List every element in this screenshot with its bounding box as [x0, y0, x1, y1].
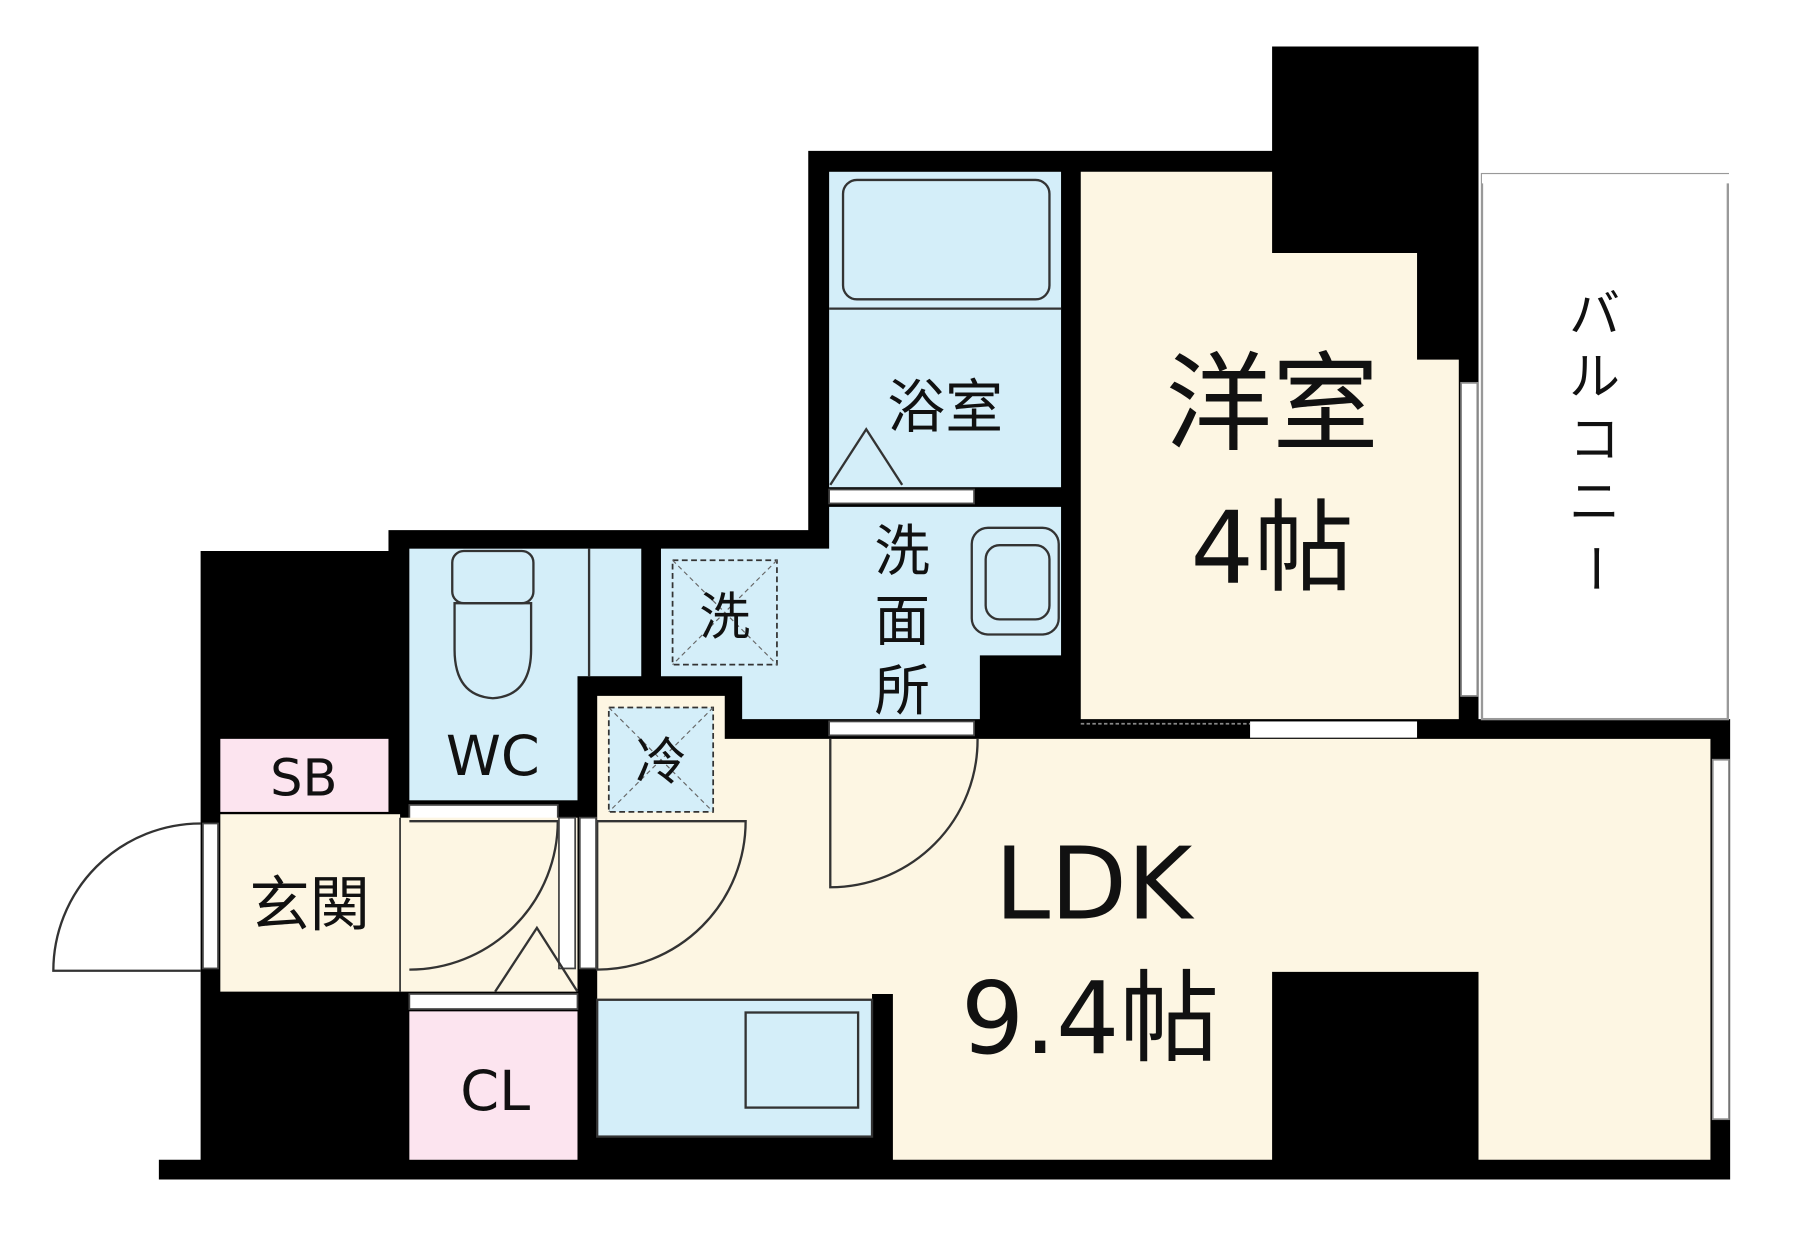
kitchen [596, 998, 874, 1138]
western-room-size: 4帖 [1191, 489, 1354, 606]
svg-text:ニ: ニ [1569, 474, 1620, 533]
svg-text:コ: コ [1569, 411, 1620, 470]
washer-space [671, 559, 778, 666]
svg-text:所: 所 [874, 659, 930, 724]
bathroom [829, 171, 1062, 488]
western-room-label: 洋室 [1165, 343, 1378, 467]
svg-text:ー: ー [1564, 543, 1623, 594]
entrance [220, 814, 401, 992]
window [1711, 758, 1730, 1121]
sink [744, 1011, 860, 1109]
washbasin [970, 526, 1060, 636]
window [1460, 381, 1479, 697]
entrance-label: 玄関 [249, 871, 370, 941]
shoe-box-label: SB [270, 750, 337, 809]
closet-door[interactable] [494, 925, 579, 993]
hallway [400, 817, 578, 992]
svg-text:洗: 洗 [874, 520, 930, 585]
ldk-size: 9.4帖 [961, 960, 1219, 1077]
washroom-label: 洗 面 所 [874, 520, 930, 724]
toilet-bowl [453, 602, 533, 700]
ldk [597, 695, 1711, 1160]
wc-label: WC [446, 724, 540, 789]
fridge-label: 冷 [635, 733, 686, 792]
bathtub [841, 178, 1051, 301]
closet [409, 1011, 578, 1160]
western-room [1080, 171, 1459, 720]
ldk-door[interactable] [829, 738, 979, 889]
ldk-label: LDK [995, 826, 1195, 943]
bath-door[interactable] [829, 427, 904, 486]
svg-text:ル: ル [1569, 348, 1620, 407]
wc-door[interactable] [409, 820, 559, 971]
bathroom-label: 浴室 [887, 373, 1003, 441]
shoe-box [220, 738, 389, 812]
svg-text:面: 面 [874, 589, 930, 654]
washer-label: 洗 [699, 588, 750, 647]
closet-label: CL [460, 1059, 530, 1124]
entrance-door[interactable] [52, 822, 201, 972]
hall-door[interactable] [596, 820, 747, 971]
balcony-label: バ ル コ ニ ー [1564, 286, 1623, 594]
svg-text:バ: バ [1569, 286, 1620, 345]
